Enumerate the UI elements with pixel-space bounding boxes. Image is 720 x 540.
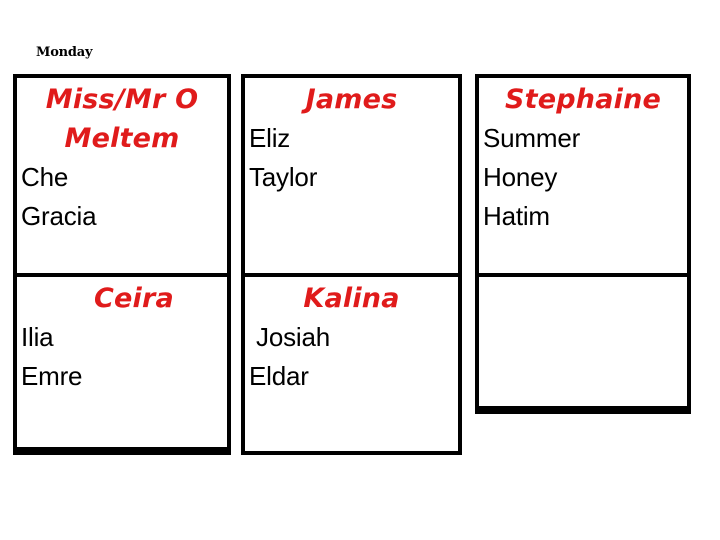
teacher-column-3: Stephaine Summer Honey Hatim	[475, 74, 691, 414]
pupil-list: Che Gracia	[17, 158, 227, 236]
class-cell-2-1[interactable]: James Eliz Taylor	[245, 78, 458, 277]
pupil-name: Ilia	[21, 322, 54, 352]
pupil-name: Emre	[21, 361, 83, 391]
teacher-name: James	[305, 84, 398, 115]
class-cell-3-2[interactable]	[479, 277, 687, 406]
class-cell-1-1[interactable]: Miss/Mr O Meltem Che Gracia	[17, 78, 227, 277]
teacher-name: Ceira	[94, 283, 174, 314]
teacher-column-1: Miss/Mr O Meltem Che Gracia Ceira Ilia E…	[13, 74, 231, 455]
pupil-name: Honey	[483, 162, 558, 192]
pupil-name: Eldar	[249, 361, 309, 391]
pupil-name: Eliz	[249, 123, 291, 153]
class-cell-2-2[interactable]: Kalina Josiah Eldar	[245, 277, 458, 451]
pupil-name: Taylor	[249, 162, 318, 192]
teacher-column-2: James Eliz Taylor Kalina Josiah Eldar	[241, 74, 462, 455]
teacher-name: Stephaine	[504, 84, 662, 115]
day-label: Monday	[36, 45, 93, 60]
teacher-name: Miss/Mr O Meltem	[45, 84, 199, 154]
pupil-list: Josiah Eldar	[245, 318, 458, 396]
pupil-name: Che	[21, 162, 69, 192]
pupil-list: Eliz Taylor	[245, 119, 458, 197]
pupil-name: Summer	[483, 123, 581, 153]
pupil-name: Gracia	[21, 201, 97, 231]
pupil-list: Ilia Emre	[17, 318, 227, 396]
pupil-name: Hatim	[483, 201, 550, 231]
class-cell-1-2[interactable]: Ceira Ilia Emre	[17, 277, 227, 447]
pupil-list: Summer Honey Hatim	[479, 119, 687, 236]
pupil-name: Josiah	[249, 322, 330, 352]
empty-class-cell	[479, 277, 687, 406]
teacher-name: Kalina	[303, 283, 400, 314]
class-cell-3-1[interactable]: Stephaine Summer Honey Hatim	[479, 78, 687, 277]
